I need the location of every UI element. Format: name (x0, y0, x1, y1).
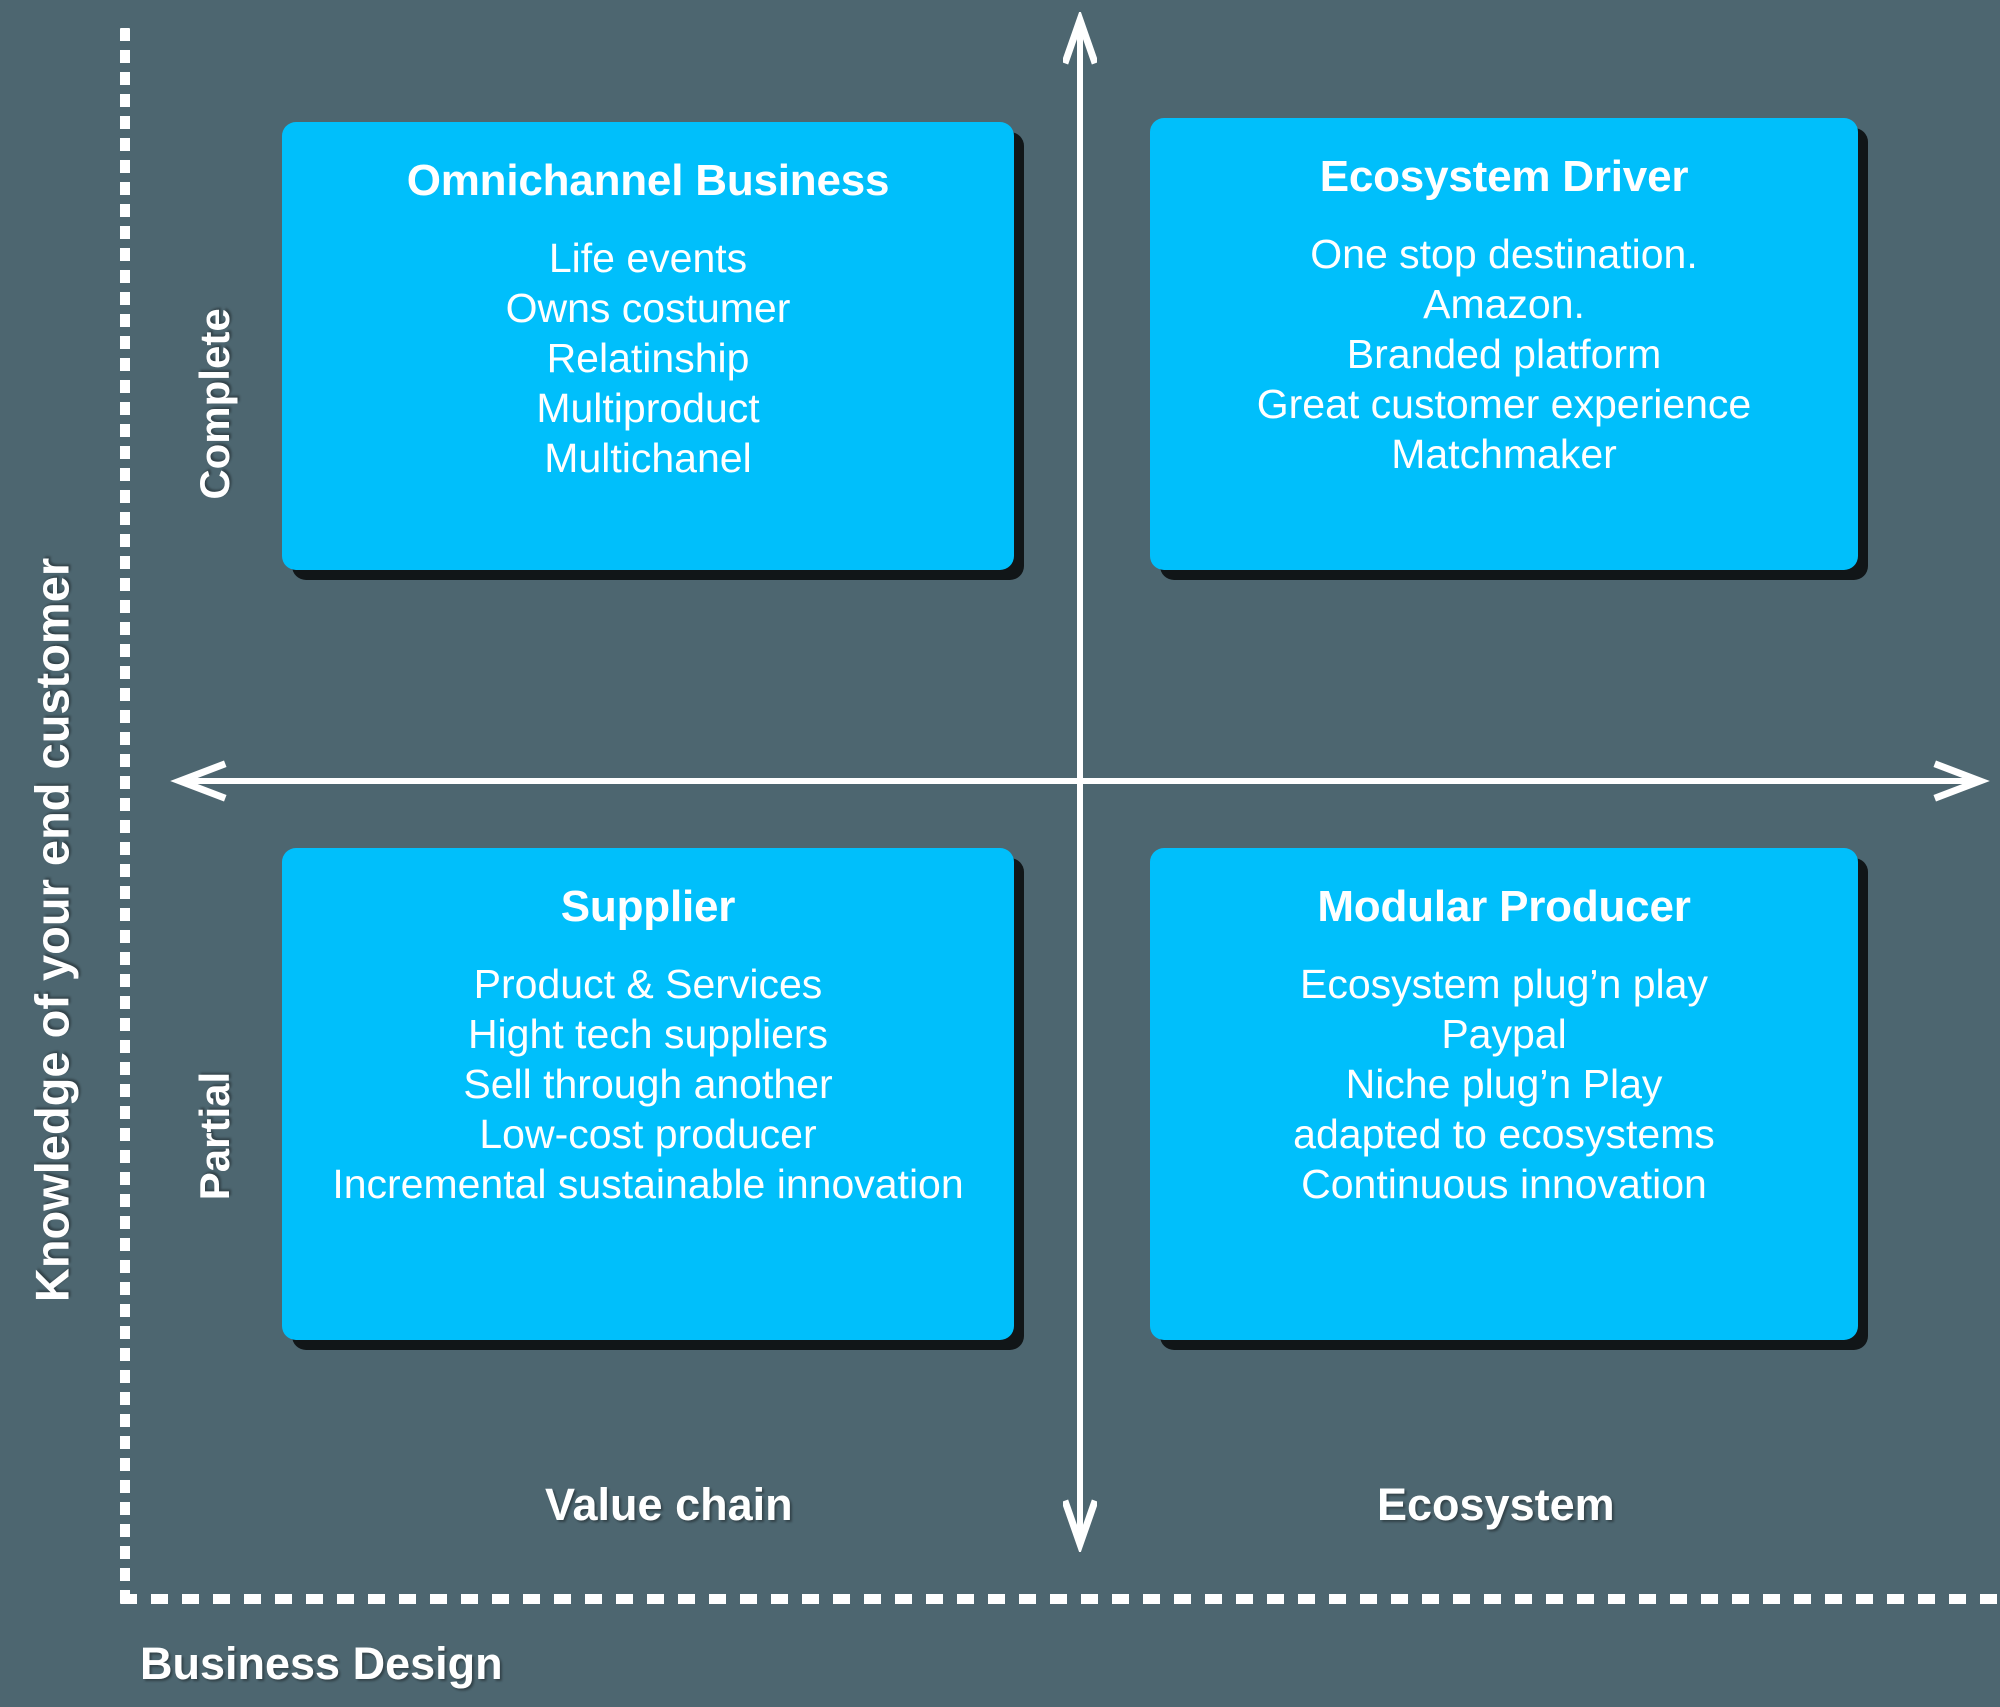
double-arrow-horizontal-icon (170, 760, 1990, 802)
quadrant-card-omnichannel-business[interactable]: Omnichannel Business Life events Owns co… (282, 122, 1014, 570)
y-axis-title: Knowledge of your end customer (25, 557, 79, 1303)
dashed-frame-vertical-line (120, 28, 130, 1603)
quadrant-line: Branded platform (1346, 331, 1662, 378)
quadrant-body-ecosystem-driver: One stop destination. Amazon. Branded pl… (1176, 229, 1832, 479)
x-axis-tick-value-chain: Value chain (545, 1479, 793, 1530)
quadrant-line: Great customer experience (1256, 381, 1752, 428)
x-axis-tick-ecosystem: Ecosystem (1377, 1479, 1615, 1530)
quadrant-line: Owns costumer (505, 285, 791, 332)
y-axis-tick-partial: Partial (191, 1071, 238, 1201)
frame-caption-business-design: Business Design (140, 1638, 503, 1689)
quadrant-line: Paypal (1441, 1011, 1567, 1058)
quadrant-body-supplier: Product & Services Hight tech suppliers … (308, 959, 988, 1209)
y-axis-tick-complete: Complete (191, 308, 238, 500)
quadrant-line: Hight tech suppliers (467, 1011, 829, 1058)
quadrant-title-supplier: Supplier (560, 882, 736, 931)
quadrant-line: Multichanel (544, 435, 752, 482)
dashed-frame-horizontal-line (120, 1594, 2000, 1604)
quadrant-card-modular-producer[interactable]: Modular Producer Ecosystem plug’n play P… (1150, 848, 1858, 1340)
quadrant-title-modular-producer: Modular Producer (1317, 882, 1691, 931)
quadrant-line: Relatinship (546, 335, 750, 382)
quadrant-line: adapted to ecosystems (1293, 1111, 1715, 1158)
quadrant-line: Life events (548, 235, 748, 282)
quadrant-line: Amazon. (1423, 281, 1585, 328)
quadrant-body-modular-producer: Ecosystem plug’n play Paypal Niche plug’… (1176, 959, 1832, 1209)
quadrant-line: Low-cost producer (479, 1111, 817, 1158)
quadrant-line: Niche plug’n Play (1345, 1061, 1663, 1108)
quadrant-card-ecosystem-driver[interactable]: Ecosystem Driver One stop destination. A… (1150, 118, 1858, 570)
quadrant-line: Sell through another (463, 1061, 833, 1108)
quadrant-title-omnichannel-business: Omnichannel Business (406, 156, 890, 205)
quadrant-line: Incremental sustainable innovation (332, 1161, 964, 1208)
quadrant-line: Continuous innovation (1301, 1161, 1707, 1208)
quadrant-line: Product & Services (473, 961, 823, 1008)
quadrant-line: One stop destination. (1310, 231, 1698, 278)
quadrant-line: Multiproduct (536, 385, 760, 432)
quadrant-card-supplier[interactable]: Supplier Product & Services Hight tech s… (282, 848, 1014, 1340)
quadrant-title-ecosystem-driver: Ecosystem Driver (1319, 152, 1689, 201)
quadrant-line: Matchmaker (1391, 431, 1617, 478)
quadrant-body-omnichannel-business: Life events Owns costumer Relatinship Mu… (308, 233, 988, 483)
quadrant-line: Ecosystem plug’n play (1300, 961, 1708, 1008)
